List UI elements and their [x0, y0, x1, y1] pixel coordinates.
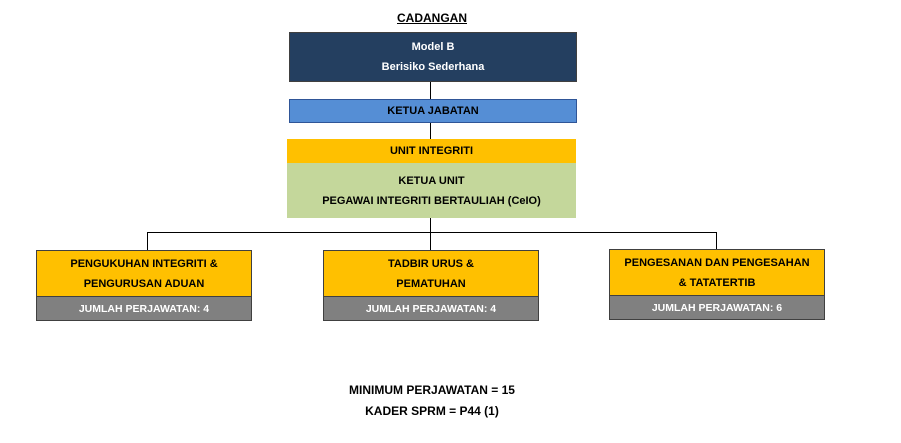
unit-integriti-body: KETUA UNIT PEGAWAI INTEGRITI BERTAULIAH … — [287, 163, 576, 218]
connector-branch-1 — [147, 232, 148, 250]
jumlah-box-1: JUMLAH PERJAWATAN: 4 — [36, 296, 252, 321]
model-box: Model B Berisiko Sederhana — [289, 32, 577, 82]
jumlah-2-label: JUMLAH PERJAWATAN: 4 — [365, 302, 497, 315]
branch-box-tadbir-urus: TADBIR URUS & PEMATUHAN — [323, 250, 539, 297]
connector-branch-3 — [716, 232, 717, 250]
branch-2-line1: TADBIR URUS & — [388, 257, 474, 270]
connector-branch-2 — [430, 232, 431, 250]
jumlah-box-3: JUMLAH PERJAWATAN: 6 — [609, 295, 825, 320]
branch-1-line1: PENGUKUHAN INTEGRITI & — [70, 257, 218, 270]
branch-2-line2: PEMATUHAN — [396, 277, 466, 290]
ketua-unit-label: KETUA UNIT — [398, 174, 465, 187]
kader-sprm: KADER SPRM = P44 (1) — [365, 404, 499, 418]
branch-3-line1: PENGESANAN DAN PENGESAHAN — [624, 256, 810, 269]
chart-title: CADANGAN — [397, 11, 467, 25]
connector-ketua-unit — [430, 123, 431, 139]
branch-3-line2: & TATATERTIB — [678, 276, 756, 289]
jumlah-1-label: JUMLAH PERJAWATAN: 4 — [78, 302, 210, 315]
connector-unit-bus — [430, 218, 431, 232]
ceio-label: PEGAWAI INTEGRITI BERTAULIAH (CeIO) — [322, 194, 541, 207]
branch-box-pengesanan: PENGESANAN DAN PENGESAHAN & TATATERTIB — [609, 249, 825, 296]
connector-model-ketua — [430, 82, 431, 99]
branch-box-pengukuhan: PENGUKUHAN INTEGRITI & PENGURUSAN ADUAN — [36, 250, 252, 297]
ketua-jabatan-label: KETUA JABATAN — [387, 105, 479, 117]
unit-integriti-header: UNIT INTEGRITI — [287, 139, 576, 163]
ketua-jabatan-box: KETUA JABATAN — [289, 99, 577, 123]
unit-integriti-label: UNIT INTEGRITI — [389, 145, 474, 157]
jumlah-box-2: JUMLAH PERJAWATAN: 4 — [323, 296, 539, 321]
jumlah-3-label: JUMLAH PERJAWATAN: 6 — [651, 301, 783, 314]
branch-1-line2: PENGURUSAN ADUAN — [83, 277, 205, 290]
model-line1: Model B — [411, 41, 455, 53]
connector-horizontal-bus — [147, 232, 717, 233]
model-line2: Berisiko Sederhana — [381, 61, 485, 73]
minimum-perjawatan: MINIMUM PERJAWATAN = 15 — [349, 383, 515, 397]
